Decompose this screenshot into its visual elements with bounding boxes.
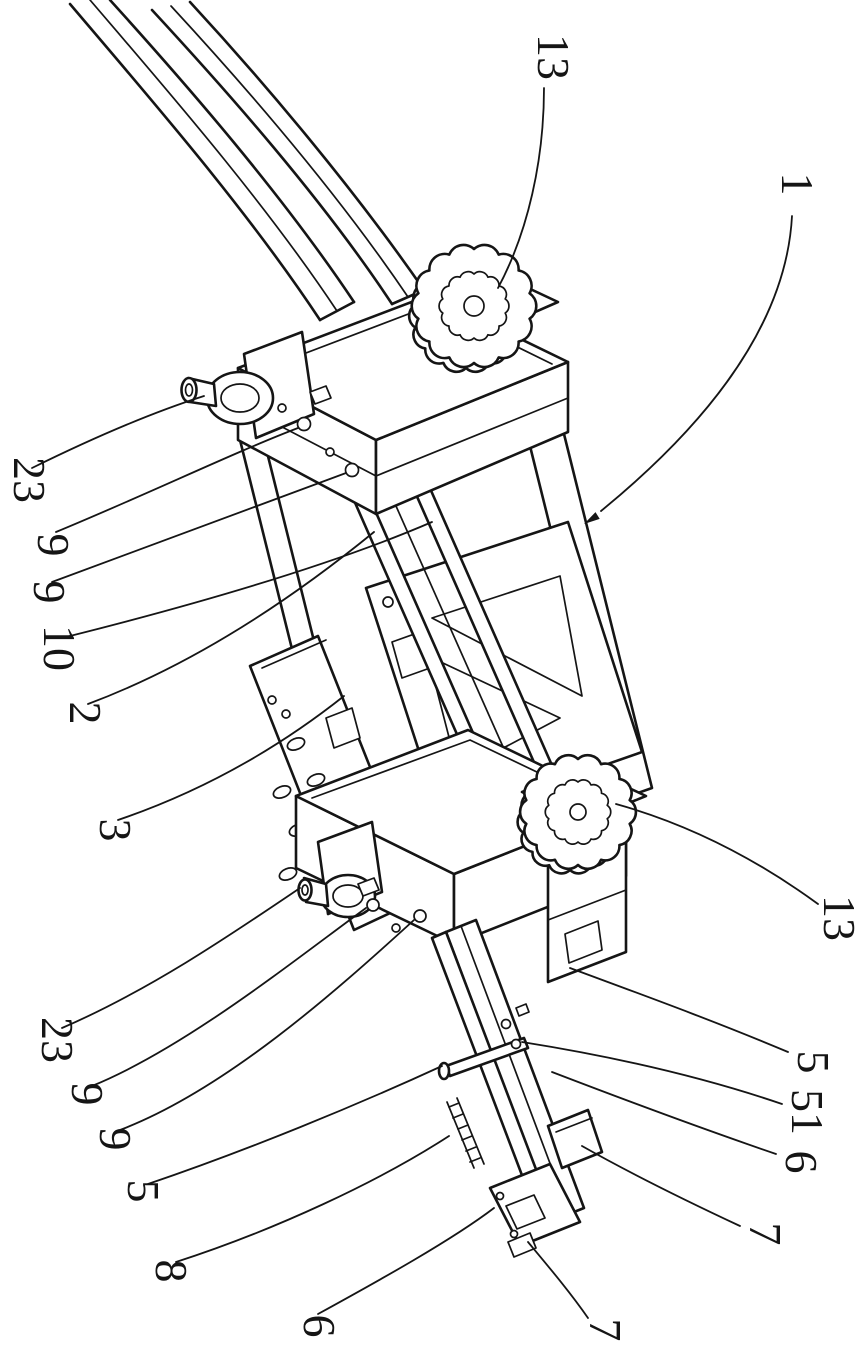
screw-head: [500, 1018, 512, 1030]
ref-number: 6: [776, 1151, 827, 1174]
plate-rect-hole: [325, 707, 361, 749]
screw-head: [366, 898, 380, 912]
ref-number: 23: [32, 1017, 83, 1063]
ref-label-51: 51: [521, 1041, 833, 1135]
leader-line: [175, 1135, 450, 1263]
bolt-circle: [267, 695, 277, 705]
bolt-circle: [382, 596, 394, 608]
bolt-circle: [509, 1229, 519, 1239]
leader-line: [55, 427, 299, 533]
leader-line: [31, 395, 205, 469]
plate-slot: [286, 737, 306, 751]
leader-line: [497, 87, 545, 289]
threaded-rod: [446, 1101, 475, 1169]
ref-label-7-right: 7: [581, 1145, 791, 1246]
extension-notch: [564, 920, 603, 964]
angled-plate: [546, 1108, 604, 1170]
ref-label-9-d: 9: [90, 919, 415, 1151]
bolt-circle: [391, 923, 401, 933]
ref-label-2: 2: [60, 531, 375, 725]
leader-line: [117, 695, 345, 821]
ref-number: 5: [788, 1051, 839, 1074]
leader-line: [551, 1071, 777, 1155]
leader-line: [61, 887, 301, 1029]
ref-number: 51: [782, 1089, 833, 1135]
ref-number: 9: [24, 581, 75, 604]
ref-label-5-left: 5: [118, 1065, 443, 1203]
curved-guide-rails: [68, 0, 426, 322]
screw-head: [413, 909, 427, 923]
ref-number: 3: [90, 819, 141, 842]
ref-number: 6: [294, 1315, 345, 1338]
ref-label-13-top: 13: [497, 34, 579, 289]
leader-line: [521, 1041, 783, 1105]
leader-line: [569, 967, 789, 1053]
ref-label-23-lower: 23: [32, 887, 301, 1063]
leader-line: [581, 1145, 741, 1227]
ref-number: 23: [4, 457, 55, 503]
ref-label-9-c: 9: [62, 907, 367, 1106]
ref-label-23-upper: 23: [4, 395, 205, 503]
ref-number: 5: [118, 1180, 169, 1203]
ref-label-13-right: 13: [615, 803, 861, 941]
leader-line: [147, 1065, 443, 1185]
ref-number: 1: [772, 173, 823, 196]
ref-number: 9: [90, 1128, 141, 1151]
pin-head: [437, 1061, 451, 1081]
ref-label-6-bottom: 6: [294, 1207, 495, 1338]
ref-label-7-bottom: 7: [527, 1241, 631, 1342]
upper-clamp-assembly: [180, 243, 570, 516]
ref-number: 7: [740, 1223, 791, 1246]
nut: [309, 385, 332, 405]
star-knob-upper-inner: [438, 270, 510, 342]
leader-line: [615, 803, 819, 905]
foot-tab: [507, 1232, 537, 1258]
ref-label-8: 8: [146, 1135, 450, 1283]
screw-head: [296, 416, 312, 432]
bolt-circle: [495, 1191, 505, 1201]
knob-hub: [463, 295, 485, 317]
reference-labels: 13 1 23 9 9 10 2 3: [4, 34, 861, 1342]
slide-assembly: [430, 918, 604, 1258]
ref-number: 13: [528, 34, 579, 80]
lower-clamp-assembly: [294, 728, 648, 984]
plate-slot: [278, 867, 298, 881]
leader-line: [91, 907, 367, 1087]
leader-line: [61, 521, 433, 639]
ref-label-6-right: 6: [551, 1071, 827, 1174]
ref-label-5-right: 5: [569, 967, 839, 1074]
ref-label-1: 1: [584, 173, 823, 524]
screw-head: [510, 1038, 522, 1050]
leader-line: [119, 919, 415, 1131]
plate-slot: [306, 773, 326, 787]
ref-number: 10: [34, 625, 85, 671]
star-knob-lower-inner: [544, 779, 612, 845]
ref-label-3: 3: [90, 695, 345, 842]
ref-label-9-b: 9: [24, 472, 347, 604]
leader-line: [87, 531, 375, 705]
leader-line: [51, 472, 347, 583]
ref-number: 2: [60, 702, 111, 725]
nut: [357, 877, 380, 897]
leader-line: [527, 1241, 589, 1319]
leader-arrowhead: [584, 512, 600, 524]
ref-number: 9: [28, 534, 79, 557]
leader-line: [600, 215, 793, 512]
ref-number: 7: [580, 1319, 631, 1342]
small-block: [515, 1003, 530, 1017]
ref-label-10: 10: [34, 521, 433, 671]
ref-number: 13: [814, 895, 861, 941]
ref-number: 9: [62, 1083, 113, 1106]
plate-slot: [272, 785, 292, 799]
bolt-circle: [325, 447, 335, 457]
ref-label-9-a: 9: [28, 427, 299, 557]
screw-head: [344, 462, 360, 478]
knob-hub: [569, 803, 587, 821]
leader-line: [317, 1207, 495, 1315]
bolt-circle: [281, 709, 291, 719]
foot-inner: [505, 1194, 546, 1230]
bolt-circle: [277, 403, 287, 413]
ref-number: 8: [146, 1260, 197, 1283]
